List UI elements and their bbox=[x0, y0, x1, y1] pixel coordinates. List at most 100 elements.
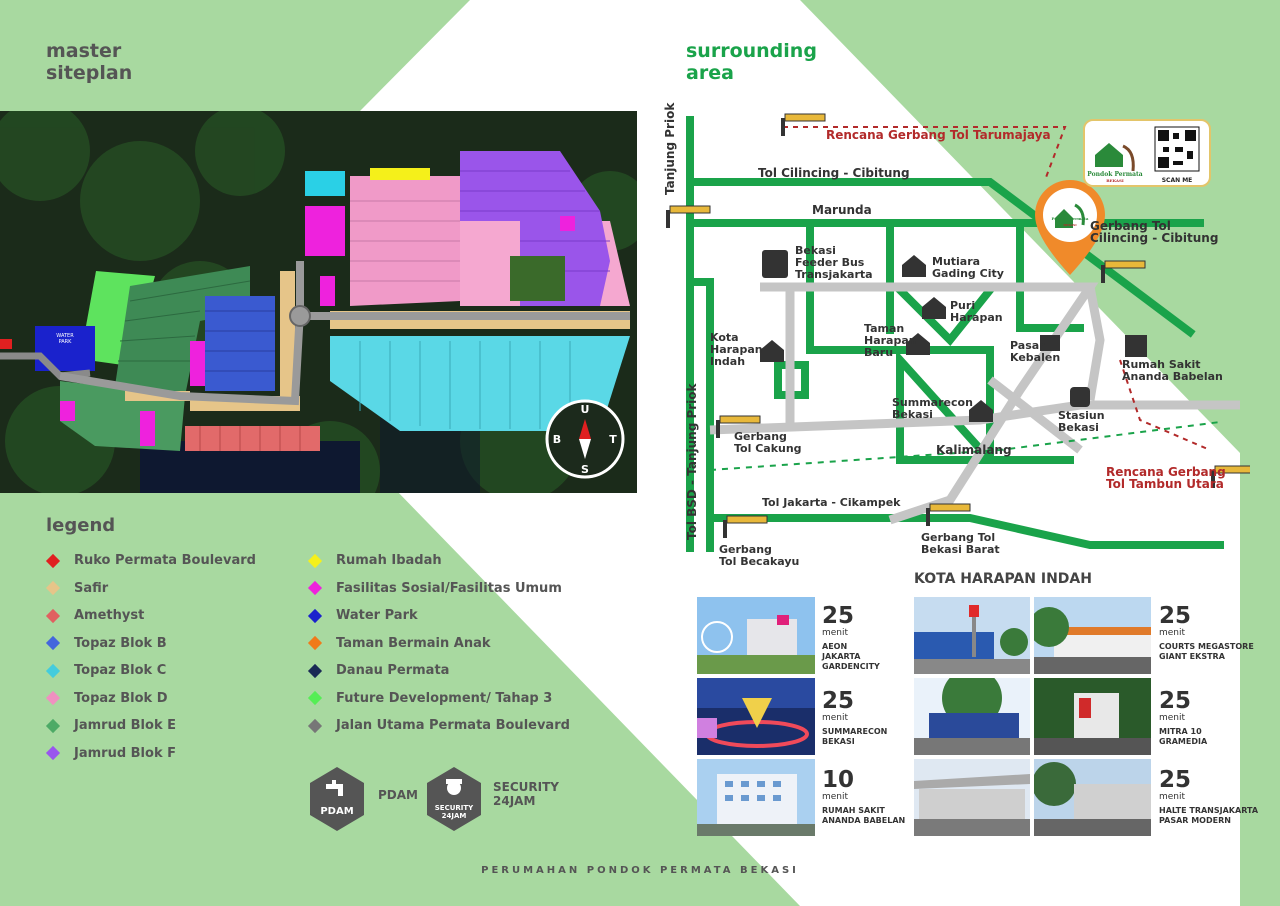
legend-swatch bbox=[307, 635, 323, 651]
svg-text:SECURITY: SECURITY bbox=[435, 804, 474, 812]
legend-swatch bbox=[45, 608, 61, 623]
pin-logo-brand: Pondok Permata bbox=[1052, 216, 1089, 221]
legend-swatch bbox=[307, 608, 323, 623]
legend-label: Danau Permata bbox=[336, 663, 450, 678]
legend-swatch bbox=[307, 718, 323, 733]
legend-swatch bbox=[45, 580, 61, 596]
kalimalang-label: Kalimalang bbox=[936, 443, 1012, 457]
legend-label: Taman Bermain Anak bbox=[336, 635, 491, 651]
svg-text:T: T bbox=[609, 433, 617, 446]
cart-icon bbox=[1040, 335, 1060, 351]
pdam-label: PDAM bbox=[378, 788, 418, 802]
brand-name: Pondok Permata bbox=[1087, 171, 1142, 178]
legend-label: Jamrud Blok F bbox=[74, 745, 177, 761]
legend-label: Safir bbox=[74, 580, 109, 596]
gramedia-photo bbox=[1034, 678, 1151, 755]
legend-swatch bbox=[45, 663, 61, 678]
svg-text:U: U bbox=[581, 403, 590, 416]
legend-item: Future Development/ Tahap 3 bbox=[307, 690, 553, 706]
legend-item: Topaz Blok B bbox=[45, 635, 167, 651]
rencana-tarumajaya-label: Rencana Gerbang Tol Tarumajaya bbox=[826, 128, 1051, 142]
legend-item: Ruko Permata Boulevard bbox=[45, 553, 256, 568]
brand-logo-box[interactable]: Pondok Permata BEKASI SCAN ME bbox=[1083, 119, 1211, 187]
mitra10-photo bbox=[914, 678, 1030, 755]
house-icon bbox=[760, 255, 993, 422]
svg-text:S: S bbox=[581, 463, 589, 476]
pin-logo-city: BEKASI bbox=[1063, 223, 1077, 227]
legend-swatch bbox=[307, 663, 323, 678]
brand-house-icon bbox=[1095, 143, 1123, 167]
halte-photo bbox=[914, 759, 1030, 836]
kota-harapan-indah-title: KOTA HARAPAN INDAH bbox=[914, 571, 1092, 587]
legend-label: Jalan Utama Permata Boulevard bbox=[336, 718, 570, 733]
legend-label: Amethyst bbox=[74, 608, 145, 623]
legend-item: Fasilitas Sosial/Fasilitas Umum bbox=[307, 580, 562, 596]
legend-item: Jamrud Blok F bbox=[45, 745, 177, 761]
legend-swatch bbox=[45, 635, 61, 651]
pasar-modern-photo bbox=[1034, 759, 1151, 836]
legend-label: Jamrud Blok E bbox=[74, 718, 177, 733]
bus-icon bbox=[762, 250, 788, 278]
security-guard-icon: SECURITY 24JAM bbox=[427, 767, 481, 831]
legend-item: Jalan Utama Permata Boulevard bbox=[307, 718, 570, 733]
legend-label: Topaz Blok B bbox=[74, 635, 167, 651]
tanjung-priok-road-label: Tanjung Priok bbox=[663, 102, 677, 195]
tol-cilincing-label: Tol Cilincing - Cibitung bbox=[758, 166, 910, 180]
legend-label: Fasilitas Sosial/Fasilitas Umum bbox=[336, 580, 562, 596]
train-icon bbox=[1070, 387, 1090, 407]
brand-city: BEKASI bbox=[1106, 178, 1124, 183]
svg-text:PDAM: PDAM bbox=[320, 806, 353, 817]
legend-item: Water Park bbox=[307, 608, 418, 623]
legend-swatch bbox=[45, 553, 61, 568]
hospital-icon bbox=[1125, 335, 1147, 357]
legend-item: Topaz Blok C bbox=[45, 663, 166, 678]
aeon-photo bbox=[697, 597, 815, 674]
scan-me-label: SCAN ME bbox=[1162, 177, 1193, 184]
svg-text:24JAM: 24JAM bbox=[442, 812, 467, 820]
legend-item: Taman Bermain Anak bbox=[307, 635, 491, 651]
marunda-label: Marunda bbox=[812, 203, 872, 217]
location-pin-icon: Pondok Permata BEKASI bbox=[1035, 180, 1105, 275]
legend-item: Amethyst bbox=[45, 608, 145, 623]
footer-brand-text: PERUMAHAN PONDOK PERMATA BEKASI bbox=[481, 865, 799, 876]
legend-item: Danau Permata bbox=[307, 663, 450, 678]
legend-swatch bbox=[45, 745, 61, 761]
toll-gate-icon bbox=[666, 113, 1250, 538]
legend-swatch bbox=[307, 553, 323, 568]
legend-item: Jamrud Blok E bbox=[45, 718, 177, 733]
qr-code-icon bbox=[1154, 126, 1200, 172]
legend-label: Future Development/ Tahap 3 bbox=[336, 690, 553, 706]
giant-photo bbox=[1034, 597, 1151, 674]
rumah-sakit-photo bbox=[697, 759, 815, 836]
legend-label: Rumah Ibadah bbox=[336, 553, 442, 568]
legend-swatch bbox=[307, 690, 323, 706]
legend-swatch bbox=[45, 718, 61, 733]
legend-label: Topaz Blok D bbox=[74, 690, 168, 706]
svg-text:B: B bbox=[553, 433, 561, 446]
legend-item: Rumah Ibadah bbox=[307, 553, 442, 568]
water-tap-icon: PDAM bbox=[310, 767, 364, 831]
surrounding-area-map: Pondok Permata BEKASI bbox=[666, 113, 1250, 552]
tol-cikampek-label: Tol Jakarta - Cikampek bbox=[762, 496, 901, 509]
tol-bsd-label: Tol BSD - Tanjung Priok bbox=[685, 383, 699, 540]
